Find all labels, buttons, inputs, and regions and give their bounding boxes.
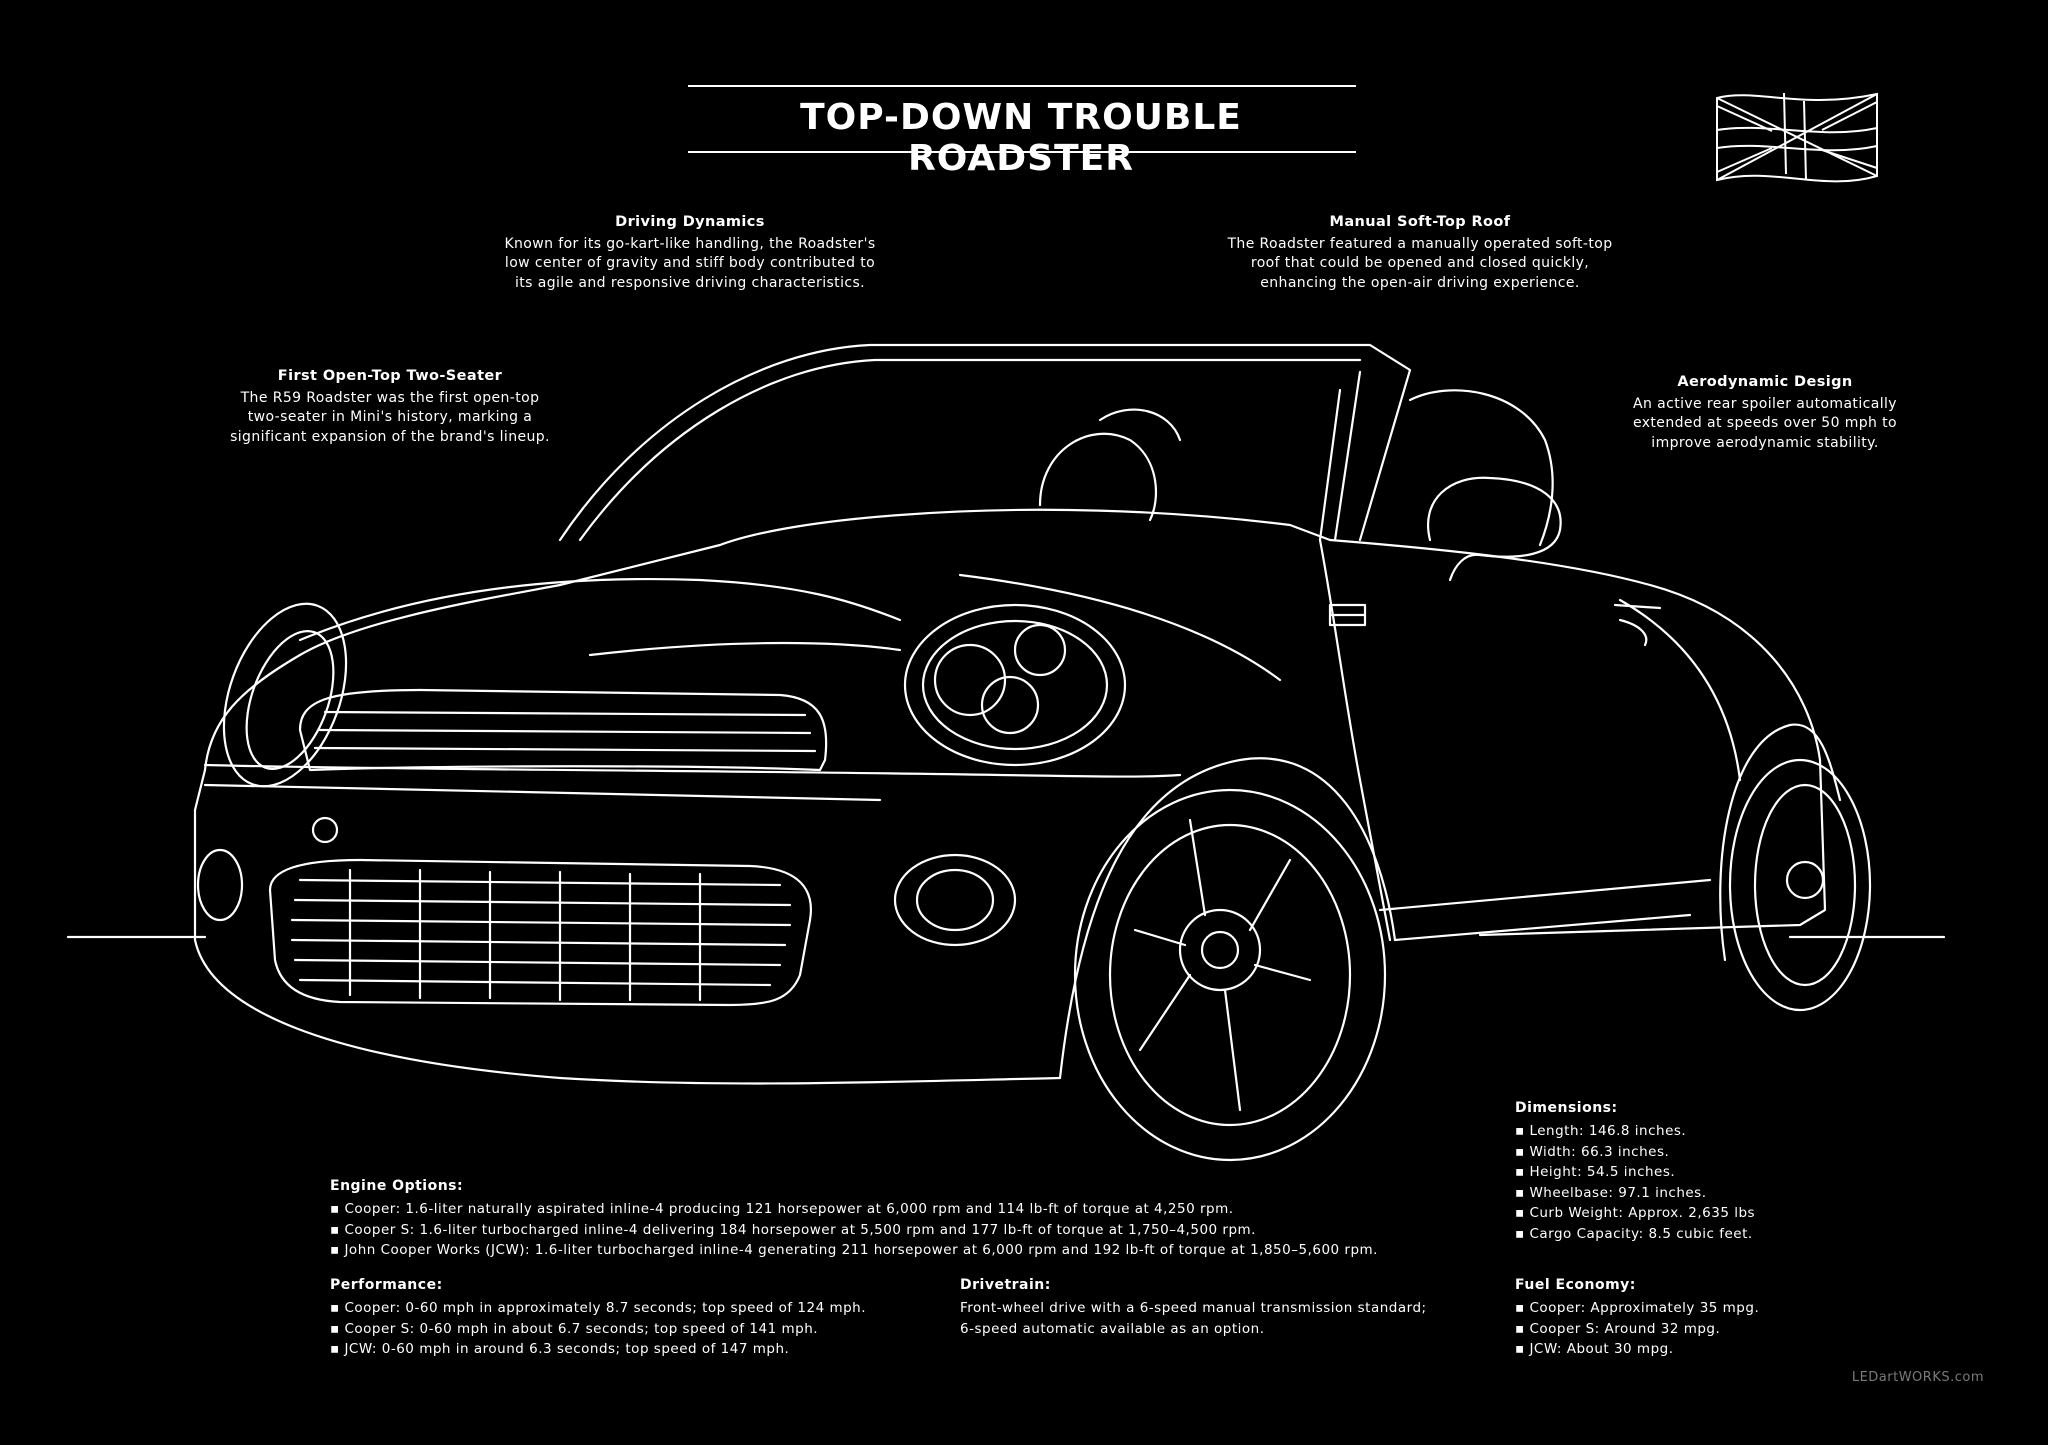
callout-text: low center of gravity and stiff body con… <box>504 255 876 271</box>
section-heading: Dimensions: <box>1515 1100 1618 1116</box>
callout-text: two-seater in Mini's history, marking a <box>247 409 533 425</box>
callout-text: The R59 Roadster was the first open-top <box>240 389 540 406</box>
callout-aerodynamic-design: Aerodynamic Design An active rear spoile… <box>1580 373 1950 453</box>
fuel-economy-section: Fuel Economy: Cooper: Approximately 35 m… <box>1515 1277 1759 1360</box>
spec-text: Front-wheel drive with a 6-speed manual … <box>960 1300 1427 1316</box>
callout-soft-top-roof: Manual Soft-Top Roof The Roadster featur… <box>1190 213 1650 293</box>
callout-text: The Roadster featured a manually operate… <box>1227 235 1613 252</box>
callout-heading: Manual Soft-Top Roof <box>1329 214 1511 230</box>
section-heading: Performance: <box>330 1277 443 1293</box>
section-heading: Engine Options: <box>330 1178 464 1194</box>
spec-item: John Cooper Works (JCW): 1.6-liter turbo… <box>330 1240 1378 1261</box>
spec-item: Width: 66.3 inches. <box>1515 1142 1755 1163</box>
title-rule-top <box>688 85 1356 87</box>
engine-options-section: Engine Options: Cooper: 1.6-liter natura… <box>330 1178 1378 1261</box>
callout-heading: Driving Dynamics <box>615 214 765 230</box>
callout-text: roof that could be opened and closed qui… <box>1250 255 1590 271</box>
title-rule-bottom <box>688 151 1356 153</box>
spec-item: Curb Weight: Approx. 2,635 lbs <box>1515 1203 1755 1224</box>
spec-item: Cooper S: Around 32 mpg. <box>1515 1319 1759 1340</box>
callout-open-top-two-seater: First Open-Top Two-Seater The R59 Roadst… <box>200 367 580 447</box>
callout-text: its agile and responsive driving charact… <box>515 274 865 291</box>
spec-item: Cooper: 0-60 mph in approximately 8.7 se… <box>330 1298 866 1319</box>
performance-section: Performance: Cooper: 0-60 mph in approxi… <box>330 1277 866 1360</box>
callout-text: Known for its go-kart-like handling, the… <box>504 235 876 252</box>
spec-item: Cooper S: 0-60 mph in about 6.7 seconds;… <box>330 1319 866 1340</box>
callout-text: significant expansion of the brand's lin… <box>230 428 550 445</box>
section-heading: Fuel Economy: <box>1515 1277 1636 1293</box>
spec-item: Cooper: 1.6-liter naturally aspirated in… <box>330 1199 1378 1220</box>
callout-text: An active rear spoiler automatically <box>1633 395 1897 412</box>
spec-item: JCW: 0-60 mph in around 6.3 seconds; top… <box>330 1339 866 1360</box>
page-title: TOP-DOWN TROUBLE ROADSTER <box>800 97 1242 179</box>
union-jack-flag-icon <box>1716 92 1878 183</box>
callout-heading: Aerodynamic Design <box>1677 374 1853 390</box>
spec-item: Wheelbase: 97.1 inches. <box>1515 1183 1755 1204</box>
drivetrain-section: Drivetrain: Front-wheel drive with a 6-s… <box>960 1277 1427 1339</box>
callout-text: improve aerodynamic stability. <box>1651 434 1879 451</box>
spec-item: Cooper S: 1.6-liter turbocharged inline-… <box>330 1220 1378 1241</box>
spec-item: Length: 146.8 inches. <box>1515 1121 1755 1142</box>
callout-text: extended at speeds over 50 mph to <box>1632 415 1898 431</box>
spec-item: Cargo Capacity: 8.5 cubic feet. <box>1515 1224 1755 1245</box>
spec-item: Cooper: Approximately 35 mpg. <box>1515 1298 1759 1319</box>
callout-heading: First Open-Top Two-Seater <box>277 368 503 384</box>
dimensions-section: Dimensions: Length: 146.8 inches. Width:… <box>1515 1100 1755 1244</box>
callout-text: enhancing the open-air driving experienc… <box>1260 274 1580 291</box>
spec-text: 6-speed automatic available as an option… <box>960 1320 1265 1337</box>
spec-item: JCW: About 30 mpg. <box>1515 1339 1759 1360</box>
section-heading: Drivetrain: <box>960 1277 1051 1293</box>
watermark: LEDartWORKS.com <box>1851 1370 1984 1385</box>
spec-item: Height: 54.5 inches. <box>1515 1162 1755 1183</box>
callout-driving-dynamics: Driving Dynamics Known for its go-kart-l… <box>470 213 910 293</box>
